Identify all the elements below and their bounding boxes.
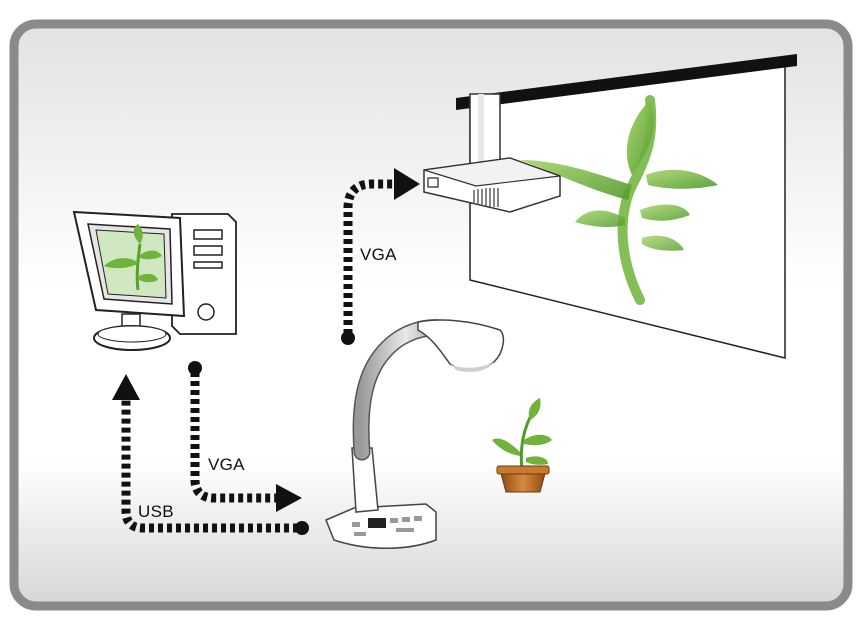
usb-label: USB	[138, 502, 174, 521]
desktop-computer-icon	[72, 210, 237, 351]
document-camera-icon	[325, 319, 505, 549]
vga-computer-label: VGA	[208, 455, 245, 474]
projection-screen-icon	[456, 54, 797, 359]
vga-projector-label: VGA	[360, 245, 397, 264]
projector-icon	[423, 93, 561, 213]
vga-cable-to-projector	[341, 168, 420, 345]
usb-cable	[112, 374, 309, 535]
projected-plant-image	[520, 95, 718, 305]
vga-cable-to-document-camera	[188, 361, 302, 512]
potted-plant-icon	[492, 398, 552, 493]
